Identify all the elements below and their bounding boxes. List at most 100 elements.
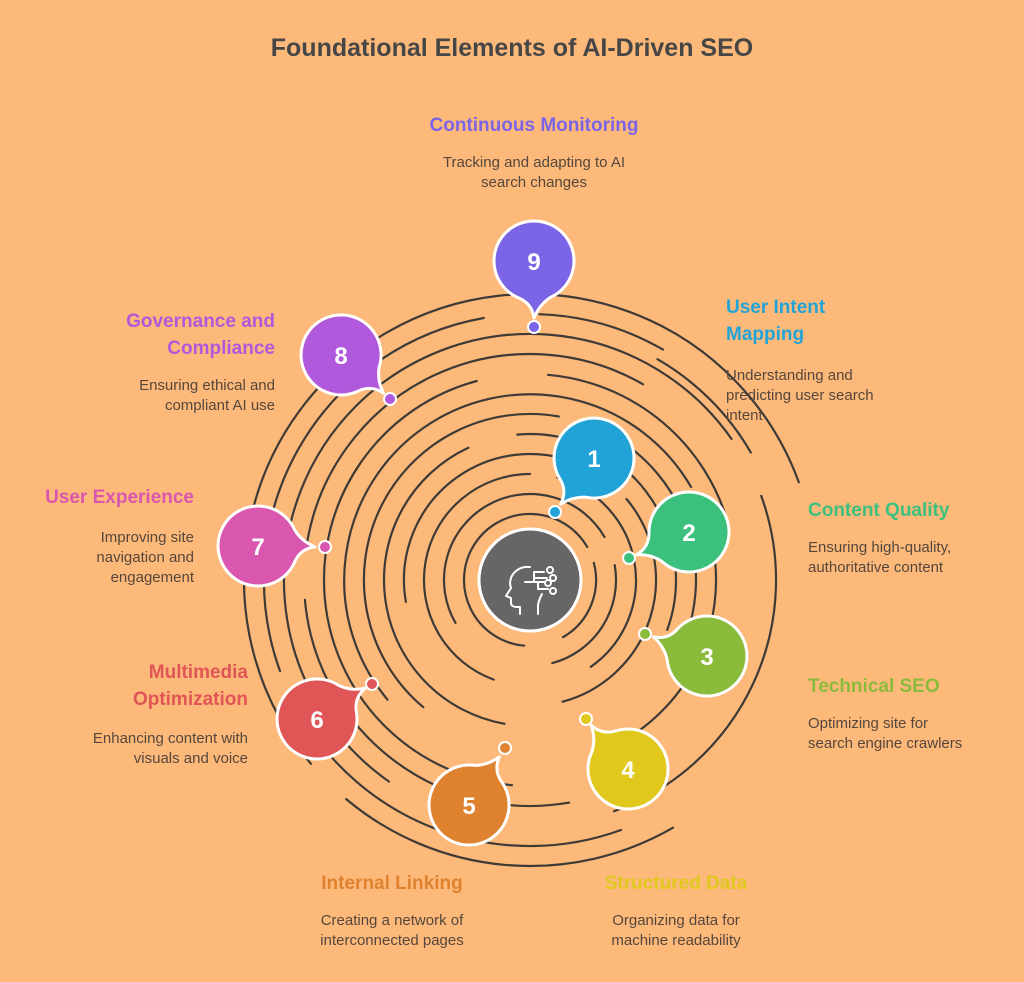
bubble-number: 9 xyxy=(527,249,540,276)
diagram-title: Foundational Elements of AI-Driven SEO xyxy=(270,34,754,62)
element-description-5: Creating a network of interconnected page… xyxy=(292,911,492,951)
bubble-number: 2 xyxy=(682,520,695,547)
arc-line xyxy=(538,313,665,351)
description-line: authoritative content xyxy=(808,559,944,576)
bubble-number: 3 xyxy=(700,644,713,671)
center-hub xyxy=(477,527,583,633)
arc-line xyxy=(442,492,606,625)
bubble-number: 7 xyxy=(251,534,264,561)
element-description-6: Enhancing content with visuals and voice xyxy=(48,729,248,769)
description-line: Enhancing content with xyxy=(92,730,248,747)
description-line: Organizing data for xyxy=(612,912,740,929)
arc-line xyxy=(561,561,598,639)
description-line: Tracking and adapting to AI xyxy=(442,154,626,171)
arc-line xyxy=(462,512,589,647)
connector-dot xyxy=(579,712,593,726)
element-title-7: User Experience xyxy=(0,484,194,511)
bubble-number: 6 xyxy=(310,707,323,734)
description-line: interconnected pages xyxy=(320,932,464,949)
title-line: Mapping xyxy=(726,324,805,345)
title-line: Internal Linking xyxy=(321,873,463,894)
bubble-shape xyxy=(216,504,317,588)
arc-line xyxy=(345,798,675,868)
bubble-shape xyxy=(427,755,511,847)
description-line: visuals and voice xyxy=(133,750,248,767)
bubble-shape xyxy=(651,614,749,698)
element-description-4: Organizing data for machine readability xyxy=(576,911,776,951)
bubble-number: 4 xyxy=(621,757,635,784)
center-circle xyxy=(477,527,583,633)
bubble-shape xyxy=(586,723,670,811)
description-line: compliant AI use xyxy=(164,397,275,414)
arc-line xyxy=(306,352,645,542)
connector-dot xyxy=(383,392,397,406)
element-title-4: Structured Data xyxy=(576,870,776,897)
ai-head-circuit-icon xyxy=(505,565,557,615)
description-line: Understanding and xyxy=(726,367,853,384)
bubble-1: 1 xyxy=(548,416,636,519)
element-title-9: Continuous Monitoring xyxy=(384,112,684,139)
arc-line xyxy=(262,316,485,673)
bubble-shape xyxy=(552,416,636,506)
arc-line xyxy=(561,497,658,703)
title-line: Optimization xyxy=(132,689,248,710)
bubble-number: 8 xyxy=(334,343,347,370)
bubble-9: 9 xyxy=(492,219,576,334)
element-description-7: Improving site navigation and engagement xyxy=(0,528,194,588)
title-line: Governance and xyxy=(126,311,275,332)
bubble-3: 3 xyxy=(638,614,749,698)
bubble-number: 1 xyxy=(587,446,600,473)
arc-line xyxy=(382,446,506,725)
description-line: intent xyxy=(726,407,763,424)
description-line: Ensuring ethical and xyxy=(139,377,275,394)
description-line: Improving site xyxy=(100,529,194,546)
element-description-8: Ensuring ethical and compliant AI use xyxy=(40,376,275,416)
bubble-shape xyxy=(299,313,385,397)
title-line: User Experience xyxy=(45,487,194,508)
arc-line xyxy=(282,332,733,783)
arc-line xyxy=(242,292,800,765)
connector-dot xyxy=(318,540,332,554)
bubble-shape xyxy=(275,677,367,761)
title-line: Multimedia xyxy=(148,662,248,683)
bubble-8: 8 xyxy=(299,313,397,406)
description-line: search engine crawlers xyxy=(808,735,963,752)
bubble-6: 6 xyxy=(275,677,379,761)
arc-line xyxy=(656,358,752,454)
description-line: engagement xyxy=(110,569,194,586)
bubble-4: 4 xyxy=(579,712,670,811)
description-line: Creating a network of xyxy=(320,912,464,929)
bubble-2: 2 xyxy=(622,490,731,574)
description-line: Optimizing site for xyxy=(808,715,929,732)
element-title-3: Technical SEO xyxy=(808,673,1008,700)
title-line: Content Quality xyxy=(808,500,950,521)
bubble-shape xyxy=(492,219,576,320)
description-line: navigation and xyxy=(96,549,194,566)
title-line: Compliance xyxy=(167,338,275,359)
connector-dot xyxy=(638,627,652,641)
element-title-2: Content Quality xyxy=(808,497,1008,524)
title-line: Technical SEO xyxy=(808,676,940,697)
title-line: User Intent xyxy=(726,297,826,318)
arc-line xyxy=(422,472,532,681)
connector-dot xyxy=(622,551,636,565)
description-line: machine readability xyxy=(611,932,741,949)
arc-line xyxy=(343,393,693,701)
bubble-shape xyxy=(635,490,731,574)
connector-dot xyxy=(498,741,512,755)
arc-line xyxy=(551,564,618,665)
title-line: Continuous Monitoring xyxy=(429,115,639,136)
arc-line xyxy=(546,373,731,528)
bubble-5: 5 xyxy=(427,741,512,847)
title-line: Structured Data xyxy=(604,873,748,894)
element-description-3: Optimizing site for search engine crawler… xyxy=(808,714,1008,754)
element-title-5: Internal Linking xyxy=(292,870,492,897)
element-description-2: Ensuring high-quality, authoritative cont… xyxy=(808,538,1008,578)
numbered-bubbles: 1 2 3 4 5 6 7 8 9 xyxy=(216,219,749,847)
description-line: Ensuring high-quality, xyxy=(808,539,952,556)
